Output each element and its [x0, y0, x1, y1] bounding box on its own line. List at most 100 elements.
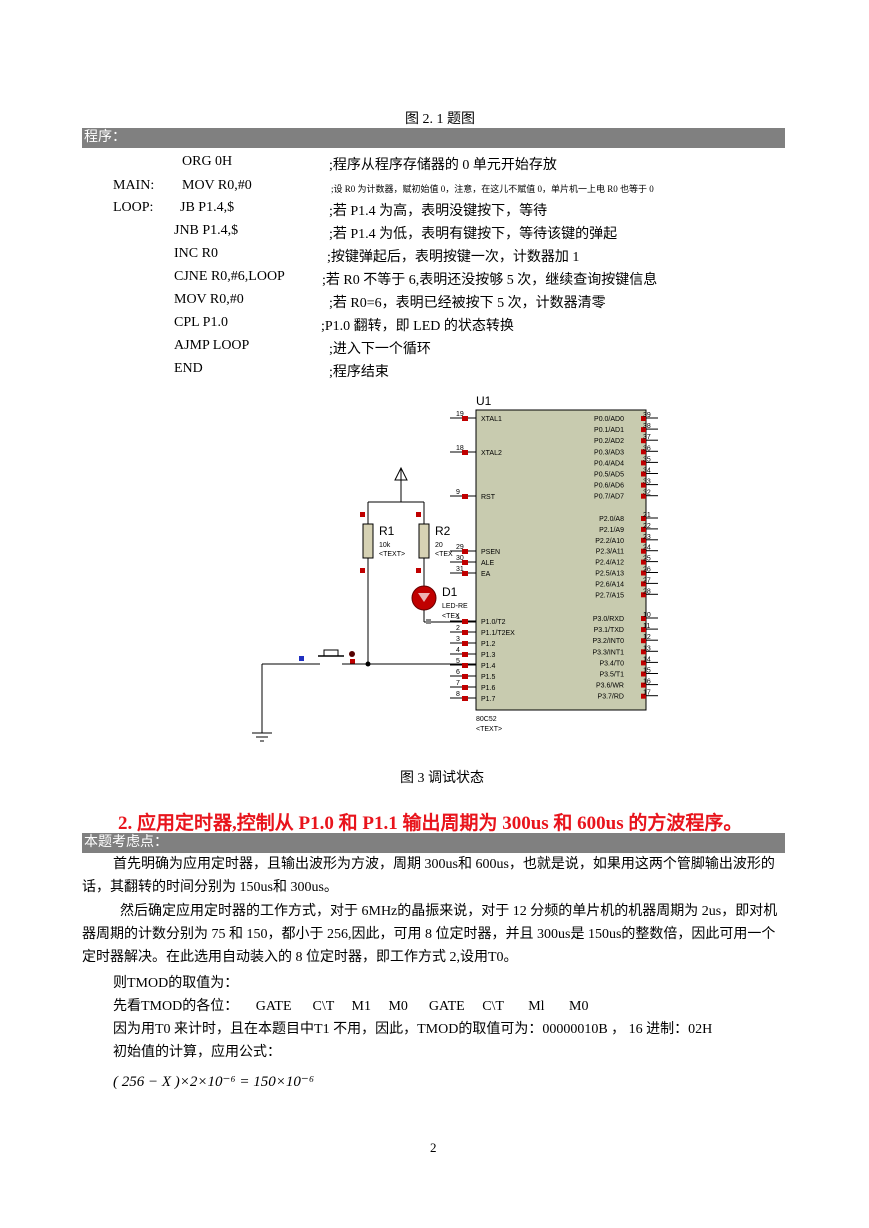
- pin-marker: [462, 685, 468, 690]
- pin-number: 2: [456, 625, 460, 632]
- code-comment-6: ;若 R0=6，表明已经被按下 5 次，计数器清零: [329, 296, 606, 311]
- pin-name: P3.4/T0: [599, 660, 624, 667]
- pin-number: 18: [456, 445, 464, 452]
- pin-marker: [641, 671, 646, 677]
- pin-marker: [462, 630, 468, 635]
- r1-pin-marker: [360, 568, 365, 573]
- chip-part: 80C52: [476, 716, 497, 723]
- code-comment-4: ;按键弹起后，表明按键一次，计数器加 1: [327, 250, 580, 265]
- pin-number: 9: [456, 489, 460, 496]
- pin-marker: [641, 570, 646, 576]
- pin-number: 32: [643, 490, 651, 497]
- pin-number: 15: [643, 668, 651, 675]
- code-instr-1: MOV R0,#0: [182, 178, 252, 193]
- pin-number: 14: [643, 656, 651, 663]
- pin-number: 21: [643, 512, 651, 519]
- r2-text: <TEX: [435, 551, 453, 558]
- pin-marker: [462, 674, 468, 679]
- pin-marker: [641, 638, 646, 644]
- d1-text: <TEX: [442, 613, 460, 620]
- pin-marker: [462, 494, 468, 499]
- code-instr-3: JNB P1.4,$: [174, 223, 239, 238]
- pin-name: PSEN: [481, 549, 500, 556]
- pin-name: P2.1/A9: [599, 527, 624, 534]
- pin-marker: [641, 416, 646, 421]
- pin-name: P2.5/A13: [595, 571, 624, 578]
- pin-name: RST: [481, 494, 496, 501]
- pin-name: P1.2: [481, 641, 496, 648]
- pin-name: P1.3: [481, 652, 496, 659]
- pin-marker: [462, 641, 468, 646]
- pin-name: P0.6/AD6: [594, 483, 624, 490]
- button-indicator: [349, 651, 355, 657]
- pin-number: 27: [643, 577, 651, 584]
- pin-name: P2.2/A10: [595, 538, 624, 545]
- pin-name: P0.5/AD5: [594, 472, 624, 479]
- pin-number: 22: [643, 523, 651, 530]
- pin-marker: [641, 537, 646, 543]
- pin-marker: [641, 693, 646, 699]
- code-comment-0: ;程序从程序存储器的 0 单元开始存放: [329, 158, 557, 173]
- pin-name: P3.2/INT0: [592, 638, 624, 645]
- paragraph-6: 初始值的计算，应用公式：: [113, 1045, 281, 1060]
- code-instr-8: AJMP LOOP: [174, 338, 250, 353]
- code-comment-3: ;若 P1.4 为低，表明有键按下，等待该键的弹起: [329, 227, 618, 242]
- junction-dot: [365, 661, 371, 667]
- pin-number: 39: [643, 412, 651, 419]
- pin-marker: [462, 663, 468, 668]
- pin-marker: [462, 416, 468, 421]
- pin-marker: [462, 560, 468, 565]
- pin-marker: [641, 682, 646, 688]
- r2-pin-marker: [416, 512, 421, 517]
- pin-number: 26: [643, 567, 651, 574]
- formula: ( 256 − X )×2×10⁻⁶ = 150×10⁻⁶: [113, 1074, 315, 1090]
- pin-name: P3.5/T1: [599, 672, 624, 679]
- pin-number: 37: [643, 434, 651, 441]
- r2-value: 20: [435, 542, 443, 549]
- pin-number: 38: [643, 423, 651, 430]
- pin-number: 23: [643, 534, 651, 541]
- pin-name: P0.7/AD7: [594, 494, 624, 501]
- pin-name: P3.0/RXD: [593, 616, 624, 623]
- pin-name: XTAL1: [481, 416, 502, 423]
- pin-name: P1.5: [481, 674, 496, 681]
- pin-number: 4: [456, 647, 460, 654]
- pin-number: 30: [456, 555, 464, 562]
- r1-name: R1: [379, 524, 395, 538]
- code-instr-4: INC R0: [174, 246, 218, 261]
- pin-number: 36: [643, 445, 651, 452]
- pin-number: 1: [456, 614, 460, 621]
- r2-name: R2: [435, 524, 451, 538]
- pin-marker: [641, 526, 646, 532]
- code-instr-7: CPL P1.0: [174, 315, 228, 330]
- push-button[interactable]: [323, 649, 339, 657]
- pin-marker: [641, 471, 646, 477]
- code-label-2: LOOP:: [113, 200, 154, 215]
- pin-marker: [641, 559, 646, 565]
- code-instr-0: ORG 0H: [182, 154, 233, 169]
- code-instr-9: END: [174, 361, 203, 376]
- pin-marker: [641, 482, 646, 488]
- pin-marker: [641, 581, 646, 587]
- pin-number: 19: [456, 411, 464, 418]
- pin-marker: [641, 493, 646, 499]
- code-comment-8: ;进入下一个循环: [329, 342, 431, 357]
- program-bar: 程序：: [82, 128, 785, 148]
- pin-number: 12: [643, 634, 651, 641]
- code-comment-9: ;程序结束: [329, 365, 389, 380]
- paragraph-2: 然后确定应用定时器的工作方式，对于 6MHz的晶振来说，对于 12 分频的单片机…: [82, 904, 778, 965]
- pin-name: P0.1/AD1: [594, 427, 624, 434]
- pin-name: P3.6/WR: [596, 683, 624, 690]
- led-symbol: [418, 593, 430, 602]
- pin-name: XTAL2: [481, 450, 502, 457]
- circuit-schematic: U1 80C52 <TEXT> R1 10k <TEXT> R2 20 <TEX…: [252, 394, 658, 742]
- pin-number: 28: [643, 588, 651, 595]
- pin-marker: [641, 548, 646, 554]
- pin-name: P0.0/AD0: [594, 416, 624, 423]
- pin-number: 17: [643, 690, 651, 697]
- led-junction: [426, 619, 431, 624]
- pin-name: P2.3/A11: [596, 549, 624, 556]
- code-label-1: MAIN:: [113, 178, 155, 193]
- pin-marker: [641, 427, 646, 433]
- paragraph-1: 首先明确为应用定时器，且输出波形为方波，周期 300us和 600us，也就是说…: [82, 857, 775, 895]
